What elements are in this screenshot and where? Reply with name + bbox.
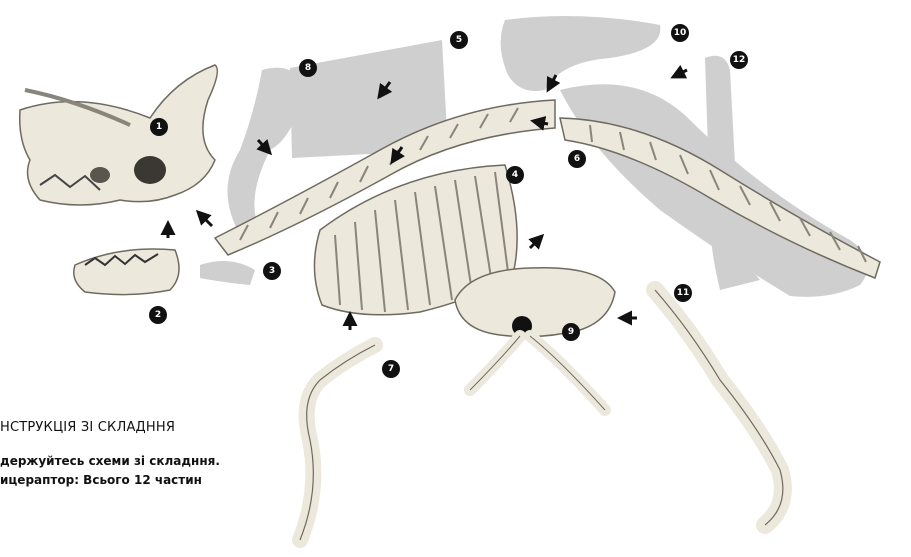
- arrow: [673, 70, 687, 77]
- part-badge-10: 10: [671, 24, 689, 42]
- part-badge-12: 12: [730, 51, 748, 69]
- arrow: [198, 212, 212, 226]
- part-badge-4: 4: [506, 166, 524, 184]
- part-badge-9: 9: [562, 323, 580, 341]
- front-snout-silhouette: [200, 261, 255, 285]
- part-badge-8: 8: [299, 59, 317, 77]
- silhouettes: [200, 16, 868, 297]
- skull-piece: [20, 65, 218, 205]
- pelvis-piece: [455, 268, 615, 410]
- instructions-line-1: держуйтесь схеми зі складння.: [0, 452, 300, 471]
- jaw-piece: [74, 249, 179, 295]
- hip-silhouette: [501, 16, 661, 91]
- hind-leg-piece: [655, 290, 783, 525]
- part-badge-2: 2: [149, 306, 167, 324]
- front-leg-piece: [300, 345, 375, 540]
- instructions-title: НСТРУКЦІЯ ЗІ СКЛАДННЯ: [0, 420, 300, 435]
- part-badge-1: 1: [150, 118, 168, 136]
- assembly-instructions: НСТРУКЦІЯ ЗІ СКЛАДННЯ держуйтесь схеми з…: [0, 420, 300, 490]
- part-badge-6: 6: [568, 150, 586, 168]
- instructions-line-2: ицераптор: Всього 12 частин: [0, 471, 300, 490]
- part-badge-5: 5: [450, 31, 468, 49]
- part-badge-3: 3: [263, 262, 281, 280]
- part-badge-11: 11: [674, 284, 692, 302]
- arrow: [530, 236, 542, 248]
- part-badge-7: 7: [382, 360, 400, 378]
